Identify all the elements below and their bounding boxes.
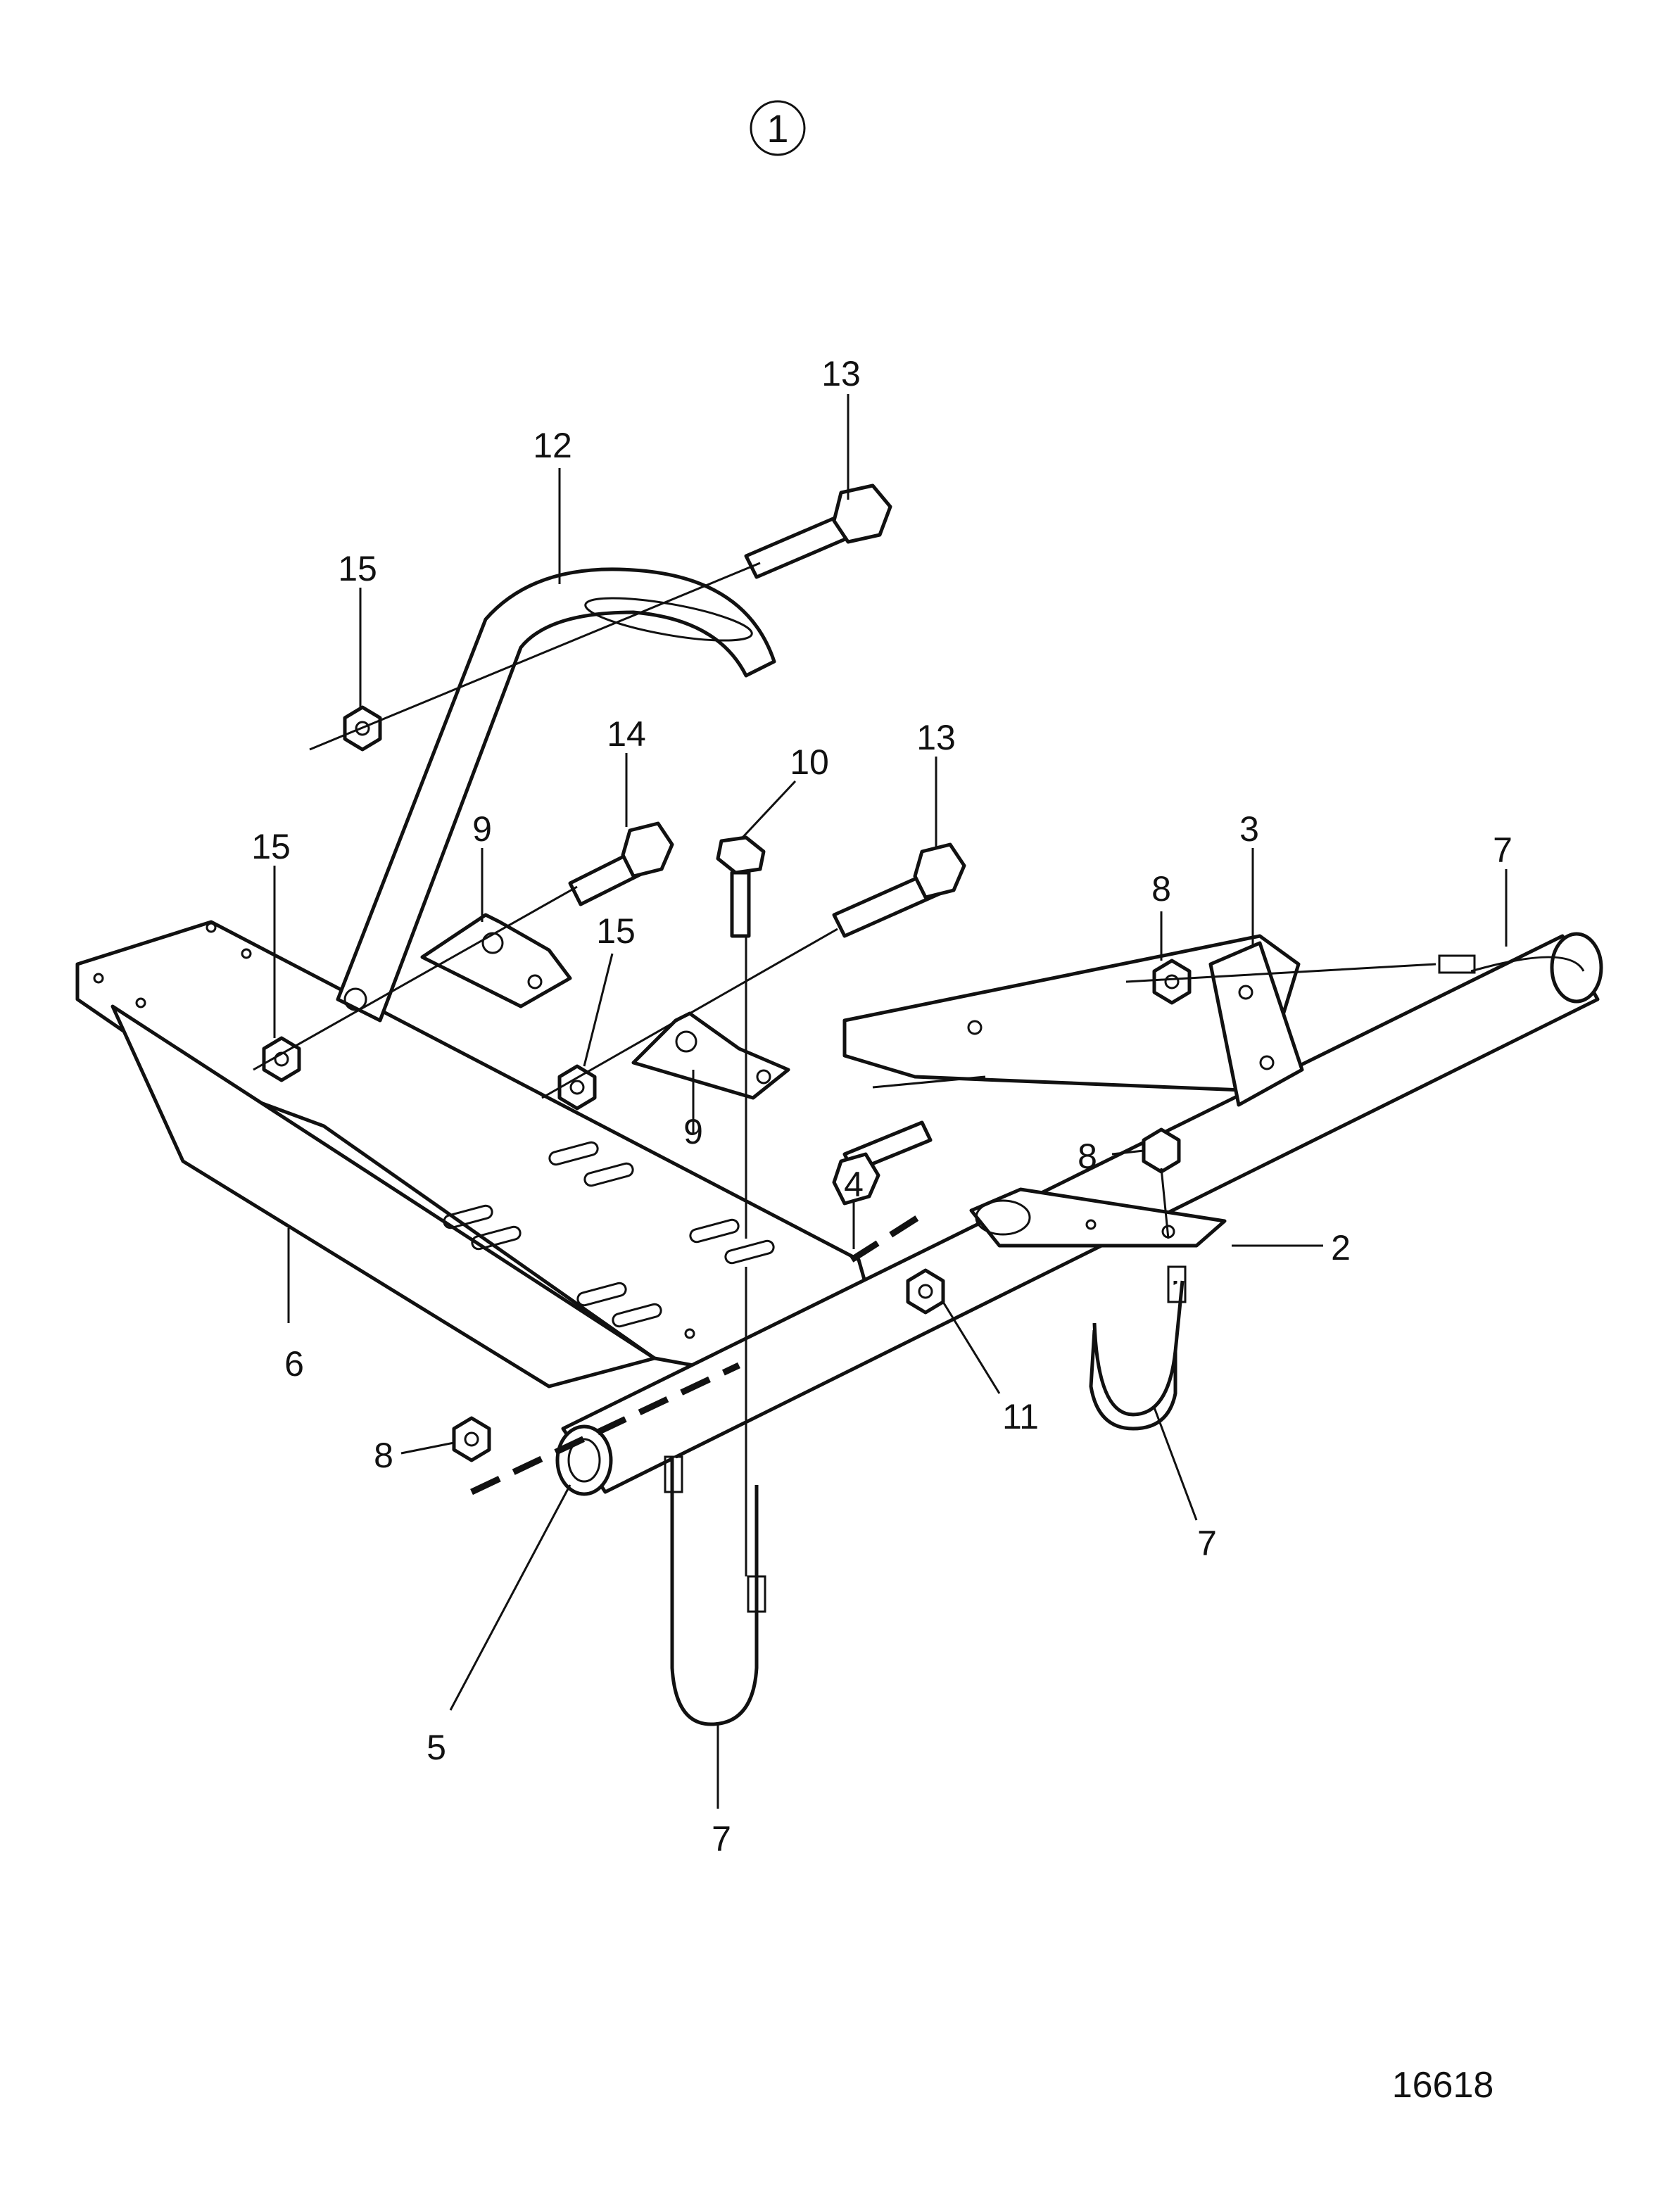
nut-15-mid-part <box>557 1064 597 1111</box>
skid-plate-part <box>75 920 875 1389</box>
callout-3: 3 <box>1239 809 1259 849</box>
callout-7-top: 7 <box>1493 830 1512 870</box>
bolt-4-part <box>832 1120 933 1206</box>
callout-13-lower: 13 <box>916 718 956 757</box>
drawing-number: 16618 <box>1392 2065 1494 2106</box>
callout-13-upper: 13 <box>821 354 861 393</box>
assembly-lines <box>253 562 1436 1576</box>
callout-8-upper: 8 <box>1151 869 1171 909</box>
callout-4: 4 <box>844 1165 864 1204</box>
u-bolt-lower-part <box>664 1455 766 1726</box>
figure-marker: 1 <box>750 100 806 156</box>
u-bolt-right-part <box>1092 1265 1187 1417</box>
callout-5: 5 <box>427 1728 446 1767</box>
callout-15-left: 15 <box>251 827 291 866</box>
curved-stay-bar-part <box>336 567 776 1023</box>
bracket-plate-part <box>969 1187 1227 1248</box>
callout-9-upper: 9 <box>472 809 492 849</box>
nut-8-lower-part <box>452 1416 491 1462</box>
callout-9-lower: 9 <box>683 1112 703 1151</box>
bolt-14-part <box>568 821 674 906</box>
skid-plate-slots <box>443 1141 775 1328</box>
mount-bracket-a-part <box>420 913 572 1008</box>
bolt-13-lower-part <box>832 842 966 938</box>
bolt-10-part <box>716 835 766 938</box>
callout-leaders <box>273 394 1508 1809</box>
callout-8-mid: 8 <box>1078 1137 1097 1176</box>
support-bracket-part <box>842 934 1304 1107</box>
callout-15-mid: 15 <box>596 911 636 951</box>
figure-marker-number: 1 <box>766 106 788 151</box>
callout-6: 6 <box>284 1344 304 1384</box>
callout-7-right: 7 <box>1197 1524 1217 1563</box>
callout-10: 10 <box>790 742 829 782</box>
callout-15-upper: 15 <box>338 549 377 588</box>
callout-7-bottom: 7 <box>712 1819 731 1859</box>
callout-2: 2 <box>1331 1228 1351 1267</box>
bolt-13-upper-part <box>744 483 892 579</box>
nut-15-left-part <box>262 1036 301 1082</box>
nut-8-upper-part <box>1152 959 1192 1005</box>
nut-11-part <box>906 1268 945 1315</box>
callout-8-lower: 8 <box>374 1436 393 1475</box>
mount-bracket-b-part <box>631 1011 790 1100</box>
callout-12: 12 <box>533 426 572 465</box>
callout-labels: 13 12 15 14 10 13 3 7 9 15 8 15 9 4 8 2 … <box>251 354 1512 1859</box>
nut-8-mid-part <box>1142 1127 1181 1174</box>
callout-14: 14 <box>607 714 646 754</box>
callout-11: 11 <box>1002 1397 1039 1436</box>
